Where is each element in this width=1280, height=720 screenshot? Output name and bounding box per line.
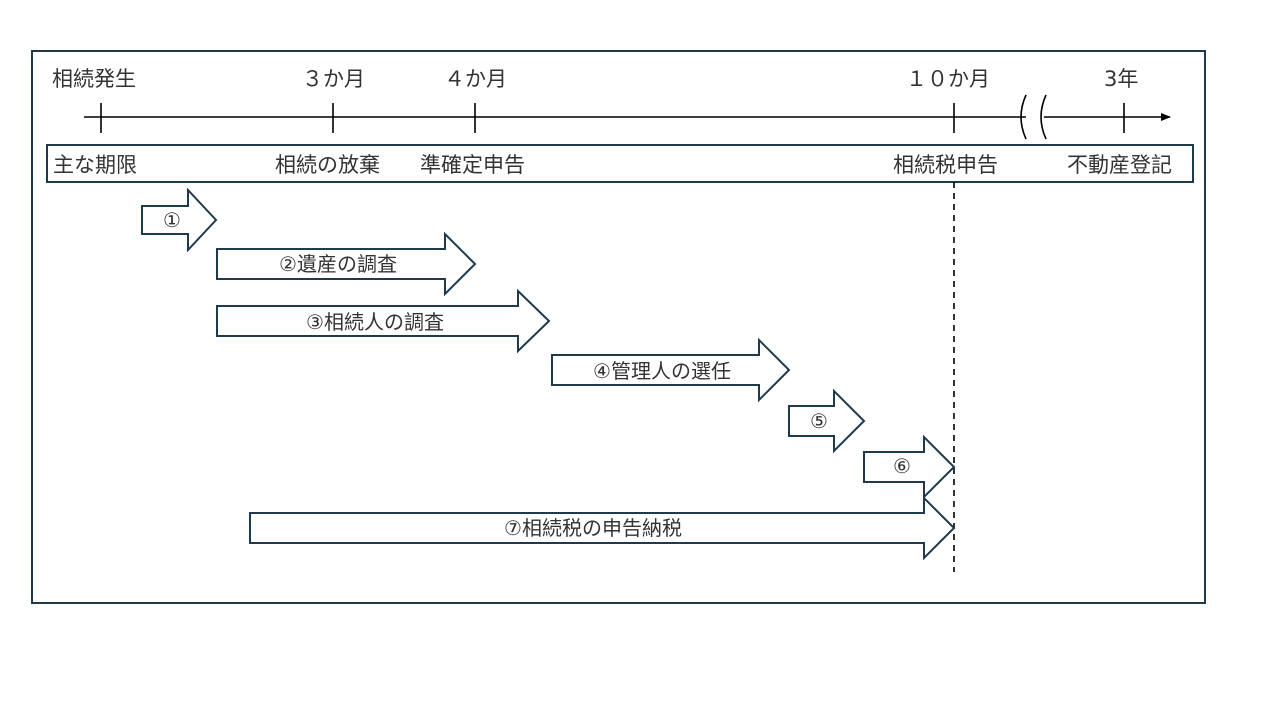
step-7-label: ⑦相続税の申告納税 [504, 516, 682, 540]
step-2-label: ②遺産の調査 [279, 252, 397, 276]
deadline-quasi-final-return: 準確定申告 [420, 153, 525, 177]
timeline-axis [84, 103, 1171, 133]
axis-break-symbol [1020, 94, 1047, 140]
step-arrow-7: ⑦相続税の申告納税 [249, 495, 956, 561]
step-arrow-2: ②遺産の調査 [216, 231, 477, 297]
deadline-real-estate-registration: 不動産登記 [1067, 153, 1172, 177]
timeline-label-4-months: ４か月 [444, 67, 507, 91]
step-3-label: ③相続人の調査 [306, 310, 444, 334]
step-arrow-6: ⑥ [863, 434, 956, 500]
deadlines-row [46, 144, 1194, 183]
step-6-label: ⑥ [893, 454, 911, 478]
step-arrow-4: ④管理人の選任 [551, 337, 791, 403]
step-5-label: ⑤ [810, 409, 828, 433]
deadlines-title: 主な期限 [53, 153, 137, 177]
step-4-label: ④管理人の選任 [593, 359, 731, 383]
timeline-label-3-years: 3年 [1104, 67, 1138, 91]
deadline-inheritance-tax-return: 相続税申告 [893, 153, 998, 177]
deadline-renunciation: 相続の放棄 [275, 153, 380, 177]
outer-frame [31, 50, 1206, 604]
step-arrow-3: ③相続人の調査 [216, 288, 551, 354]
timeline-label-10-months: １０か月 [906, 67, 990, 91]
step-arrow-5: ⑤ [788, 388, 866, 454]
timeline-label-start: 相続発生 [52, 67, 136, 91]
timeline-label-3-months: ３か月 [302, 67, 365, 91]
step-arrow-1: ① [141, 187, 218, 253]
step-1-label: ① [163, 208, 181, 232]
